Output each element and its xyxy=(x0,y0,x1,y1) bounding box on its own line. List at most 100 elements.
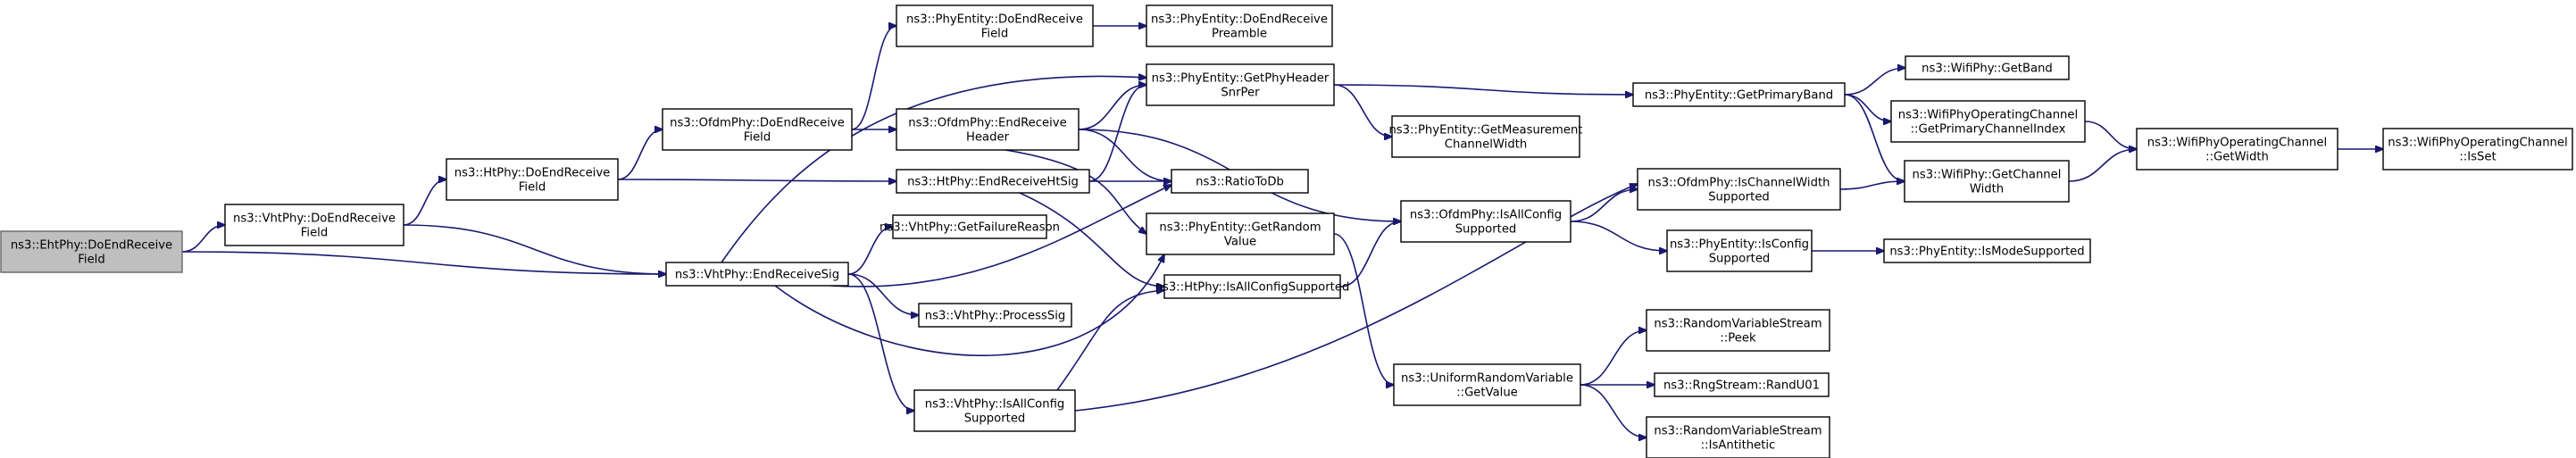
edge-vht_doendreceivefield-to-ht_doendreceivefield xyxy=(403,179,446,226)
node-vht_endreceivesig[interactable]: ns3::VhtPhy::EndReceiveSig xyxy=(665,262,849,287)
node-ht_endreceivehtsig[interactable]: ns3::HtPhy::EndReceiveHtSig xyxy=(896,169,1090,194)
node-label-line: ns3::HtPhy::DoEndReceive xyxy=(454,167,611,180)
node-phyentity_ismodesupported[interactable]: ns3::PhyEntity::IsModeSupported xyxy=(1883,238,2091,263)
node-box xyxy=(918,303,1072,328)
edge-ofdm_doendreceivefield-to-phyentity_doendreceivefield xyxy=(851,26,896,130)
node-label-line: ns3::UniformRandomVariable xyxy=(1401,372,1573,386)
node-box xyxy=(0,230,183,273)
node-uniformrandomvariable_getvalue[interactable]: ns3::UniformRandomVariable::GetValue xyxy=(1393,363,1581,406)
node-box xyxy=(1905,55,2070,80)
node-label-line: Field xyxy=(744,131,771,145)
edge-phyentity_getrandomvalue-to-uniformrandomvariable_getvalue xyxy=(1333,233,1394,385)
edge-wifiphyoperatingchannel_getprimarychannelindex-to-wifiphyoperatingchannel_getwidth xyxy=(2084,121,2137,149)
node-phyentity_getmeasurementchannelwidth[interactable]: ns3::PhyEntity::GetMeasurementChannelWid… xyxy=(1388,115,1583,158)
node-label-line: Field xyxy=(981,28,1008,41)
node-label-line: ns3::VhtPhy::GetFailureReason xyxy=(880,221,1060,235)
node-randomvariablestream_isantithetic[interactable]: ns3::RandomVariableStream::IsAntithetic xyxy=(1646,416,1830,458)
node-label-line: Supported xyxy=(964,412,1026,426)
node-label-line: ns3::OfdmPhy::IsAllConfig xyxy=(1410,209,1562,222)
node-label-line: ::GetWidth xyxy=(2205,151,2269,164)
node-label-line: ns3::PhyEntity::GetMeasurement xyxy=(1388,124,1582,137)
node-label-line: ns3::PhyEntity::DoEndReceive xyxy=(906,13,1083,27)
edge-eht_doendreceivefield-to-vht_doendreceivefield xyxy=(181,225,225,253)
node-box xyxy=(662,108,853,151)
node-randomvariablestream_peek[interactable]: ns3::RandomVariableStream::Peek xyxy=(1646,309,1830,352)
node-label-line: ns3::RandomVariableStream xyxy=(1654,425,1822,438)
node-wifiphyoperatingchannel_getprimarychannelindex[interactable]: ns3::WifiPhyOperatingChannel::GetPrimary… xyxy=(1890,100,2086,143)
node-label-line: ::IsAntithetic xyxy=(1701,439,1776,453)
node-label-line: ns3::HtPhy::EndReceiveHtSig xyxy=(907,176,1079,189)
node-label-line: ns3::VhtPhy::IsAllConfig xyxy=(925,398,1065,412)
node-vht_isallconfigsupported[interactable]: ns3::VhtPhy::IsAllConfigSupported xyxy=(913,389,1076,432)
node-box xyxy=(1646,416,1830,458)
node-wifiphyoperatingchannel_isset[interactable]: ns3::WifiPhyOperatingChannel::IsSet xyxy=(2382,128,2573,171)
node-label-line: SnrPer xyxy=(1221,87,1260,100)
node-label-line: Field xyxy=(78,254,104,267)
node-label-line: ns3::RatioToDb xyxy=(1196,176,1284,189)
edge-ofdm_isallconfigsupported-to-phyentity_isconfigsupported xyxy=(1570,221,1667,251)
edge-ht_isallconfigsupported-to-ofdm_isallconfigsupported xyxy=(1339,221,1401,287)
node-box xyxy=(224,204,404,246)
node-rngstream_randu01[interactable]: ns3::RngStream::RandU01 xyxy=(1654,372,1830,397)
node-wifiphy_getband[interactable]: ns3::WifiPhy::GetBand xyxy=(1905,55,2070,80)
node-box xyxy=(1654,372,1830,397)
node-box xyxy=(1391,115,1580,158)
node-label-line: ::IsSet xyxy=(2459,151,2496,164)
edge-phyentity_getprimaryband-to-wifiphy_getchannelwidth xyxy=(1844,94,1905,181)
node-box xyxy=(665,262,849,287)
node-label-line: ns3::HtPhy::IsAllConfigSupported xyxy=(1155,281,1350,295)
node-box xyxy=(2136,128,2338,171)
node-phyentity_getprimaryband[interactable]: ns3::PhyEntity::GetPrimaryBand xyxy=(1632,82,1846,107)
node-box xyxy=(1632,82,1846,107)
edge-ofdm_ischannelwidthsupported-to-wifiphy_getchannelwidth xyxy=(1839,181,1905,190)
edge-phyentity_getprimaryband-to-wifiphyoperatingchannel_getprimarychannelindex xyxy=(1844,94,1891,121)
node-vht_getfailurereason[interactable]: ns3::VhtPhy::GetFailureReason xyxy=(880,214,1060,239)
node-ofdm_isallconfigsupported[interactable]: ns3::OfdmPhy::IsAllConfigSupported xyxy=(1400,200,1571,243)
node-label-line: ChannelWidth xyxy=(1445,138,1527,152)
node-label-line: ns3::VhtPhy::EndReceiveSig xyxy=(675,269,839,282)
node-label-line: Supported xyxy=(1709,253,1771,266)
edge-ofdm_endreceiveheader-to-phyentity_getrandomvalue xyxy=(1005,149,1146,234)
node-box xyxy=(1163,274,1341,299)
edge-vht_isallconfigsupported-to-ofdm_ischannelwidthsupported xyxy=(1074,184,1638,412)
node-box xyxy=(1400,200,1571,243)
node-label-line: ns3::PhyEntity::DoEndReceive xyxy=(1151,13,1328,27)
node-ht_isallconfigsupported[interactable]: ns3::HtPhy::IsAllConfigSupported xyxy=(1155,274,1350,299)
node-label-line: Header xyxy=(966,131,1010,145)
node-box xyxy=(896,108,1080,151)
node-label-line: ns3::OfdmPhy::EndReceive xyxy=(908,117,1066,130)
node-box xyxy=(1146,63,1335,106)
node-label-line: ns3::WifiPhy::GetBand xyxy=(1922,62,2053,76)
node-label-line: ns3::WifiPhyOperatingChannel xyxy=(2147,137,2327,150)
node-vht_processsig[interactable]: ns3::VhtPhy::ProcessSig xyxy=(918,303,1072,328)
edge-vht_doendreceivefield-to-vht_endreceivesig xyxy=(403,224,666,274)
edge-uniformrandomvariable_getvalue-to-randomvariablestream_peek xyxy=(1580,330,1646,386)
node-box xyxy=(1146,4,1333,47)
edge-ofdm_isallconfigsupported-to-ofdm_ischannelwidthsupported xyxy=(1570,189,1638,222)
edge-ht_endreceivehtsig-to-ht_isallconfigsupported xyxy=(1019,192,1164,287)
node-wifiphyoperatingchannel_getwidth[interactable]: ns3::WifiPhyOperatingChannel::GetWidth xyxy=(2136,128,2338,171)
node-box xyxy=(1146,212,1335,255)
node-label-line: Supported xyxy=(1708,191,1770,204)
node-box xyxy=(1904,160,2070,203)
node-label-line: ns3::OfdmPhy::IsChannelWidth xyxy=(1648,177,1830,190)
edge-ht_doendreceivefield-to-ht_endreceivehtsig xyxy=(617,179,896,181)
node-box xyxy=(1883,238,2091,263)
edge-vht_endreceivesig-to-phyentity_getrandomvalue xyxy=(774,254,1164,356)
node-ratiotodb[interactable]: ns3::RatioToDb xyxy=(1171,169,1309,194)
node-box xyxy=(1171,169,1309,194)
edge-vht_endreceivesig-to-ratiotodb xyxy=(829,185,1171,287)
